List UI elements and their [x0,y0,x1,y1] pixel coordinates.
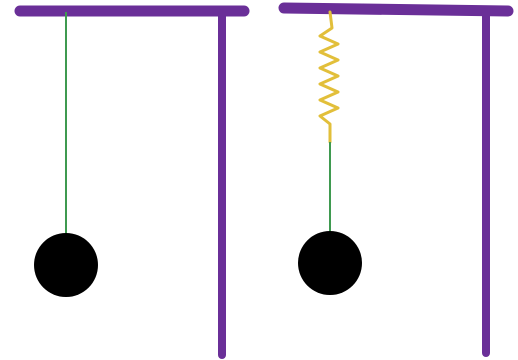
pendulum-bob-right [298,231,362,295]
ceiling-bar-right [284,8,508,11]
simple-pendulum-panel [20,11,244,355]
spring-pendulum-panel [284,8,508,353]
spring-coil [320,12,338,142]
pendulum-bob-left [34,233,98,297]
